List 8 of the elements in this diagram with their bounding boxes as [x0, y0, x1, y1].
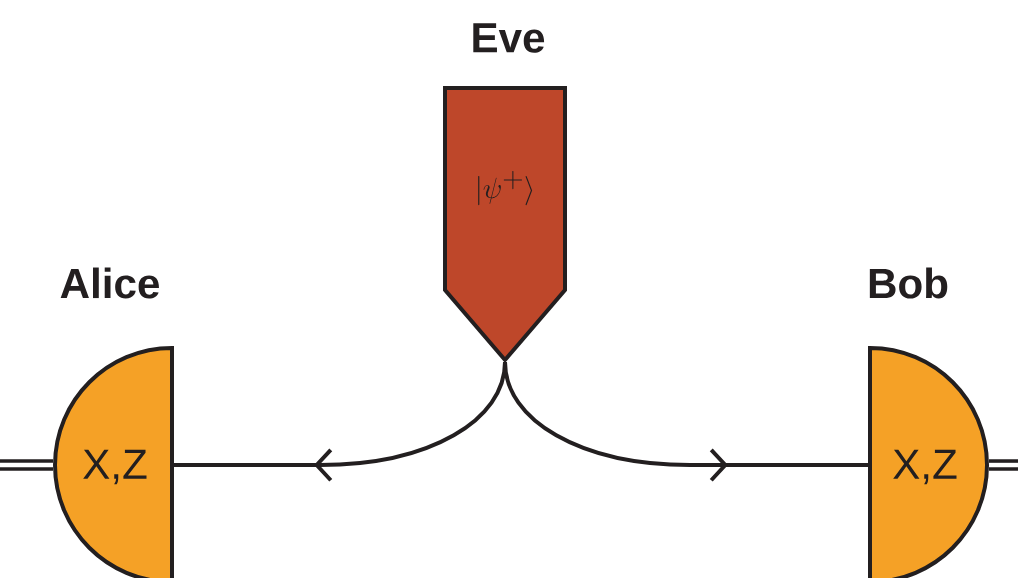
- double-line: [989, 459, 1018, 471]
- node-label: Alice: [60, 267, 159, 299]
- node-label: Eve: [473, 23, 545, 53]
- detector: Bob X,Z: [868, 267, 989, 578]
- double-line: [0, 459, 53, 471]
- node-label: Bob: [869, 267, 948, 299]
- source-emitter: Eve $|\psi^{+}\rangle$: [443, 23, 567, 364]
- detector: Alice X,Z: [53, 267, 174, 578]
